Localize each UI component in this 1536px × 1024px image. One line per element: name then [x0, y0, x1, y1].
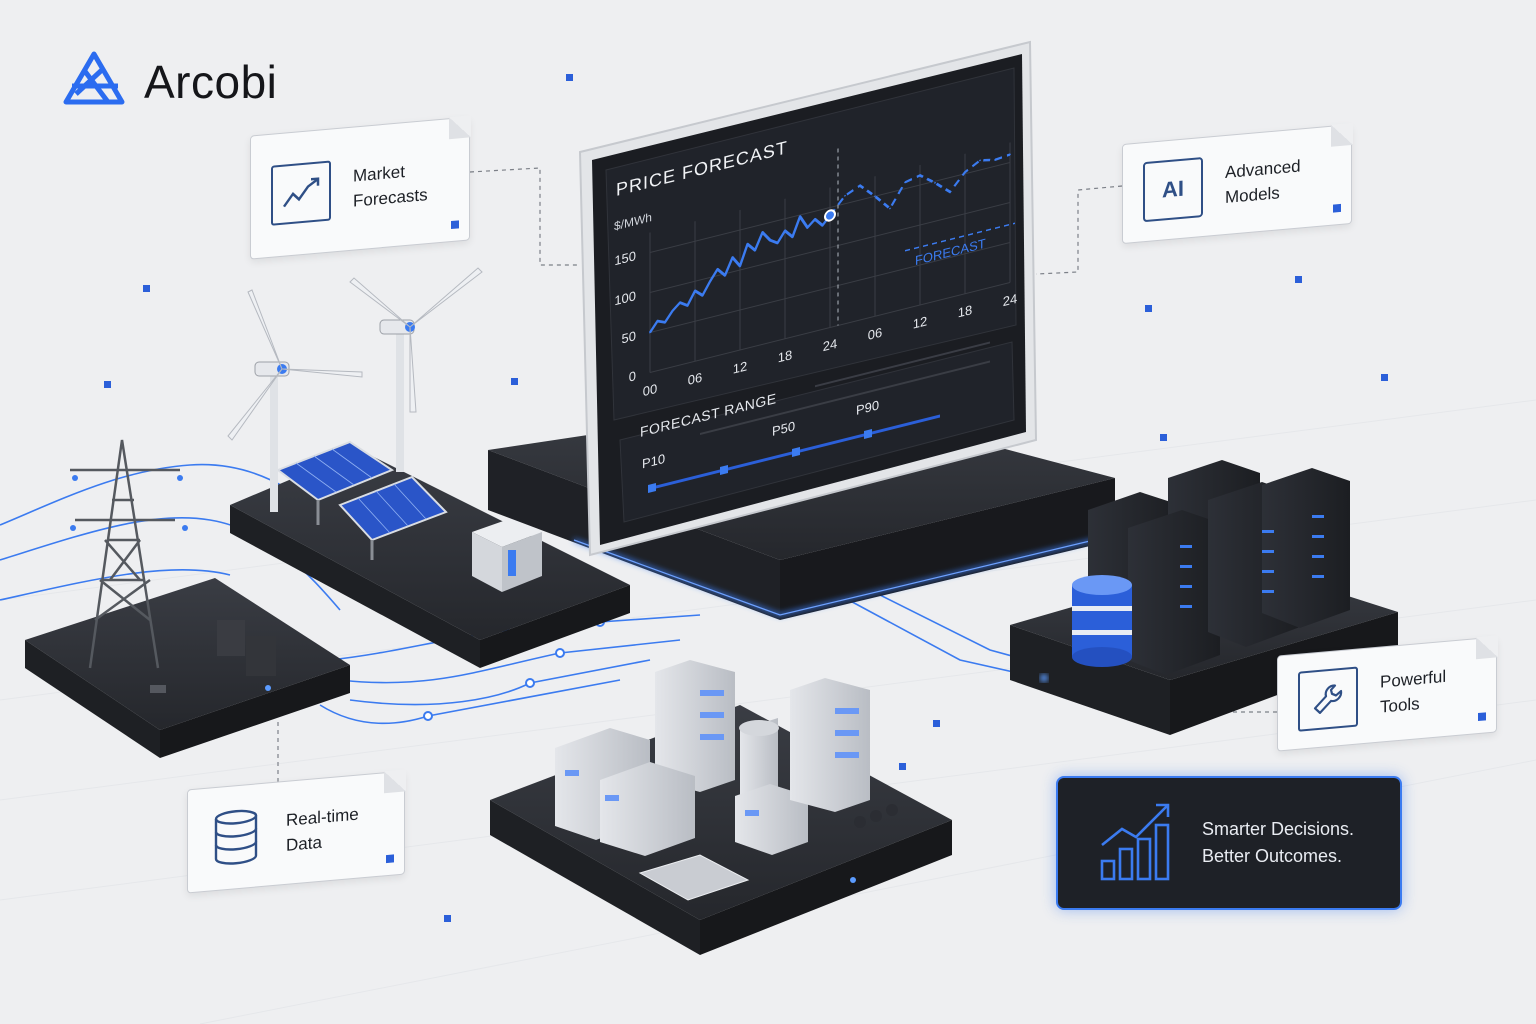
outcome-box: Smarter Decisions.Better Outcomes.	[1056, 776, 1402, 910]
actual-point	[716, 268, 719, 271]
actual-point	[686, 304, 689, 307]
x-tick-label: 18	[778, 347, 792, 365]
range-label-p50: P50	[772, 418, 795, 439]
actual-point	[746, 243, 749, 245]
x-tick-label: 12	[913, 313, 927, 331]
actual-point	[814, 218, 816, 221]
forecast-point	[934, 182, 936, 184]
solar-panels	[275, 440, 448, 560]
range-marker-p90	[864, 429, 872, 439]
actual-point	[776, 242, 779, 244]
y-tick-label: 150	[614, 248, 636, 268]
actual-point	[701, 294, 704, 297]
forecast-point	[994, 159, 996, 161]
series-points	[649, 153, 1011, 334]
actual-point	[799, 215, 801, 218]
ai-chip-icon: AI	[1143, 156, 1203, 223]
brand: Arcobi	[62, 50, 277, 113]
forecast-point	[919, 174, 921, 177]
actual-point	[806, 226, 809, 229]
x-tick-label: 06	[688, 370, 702, 388]
wrench-icon	[1298, 666, 1358, 732]
forecast-point	[889, 207, 891, 210]
actual-point	[671, 310, 674, 312]
actual-point	[754, 249, 756, 252]
chart-y-ticks: 0 50 100 150	[614, 248, 636, 385]
decorative-dots	[104, 74, 1388, 922]
actual-point	[709, 280, 711, 283]
trend-chart-icon	[271, 160, 331, 226]
forecast-point	[844, 194, 846, 197]
range-start-marker	[648, 483, 656, 493]
database-icon	[208, 807, 264, 868]
energy-platform	[230, 450, 630, 668]
battery-storage	[472, 518, 542, 592]
actual-point	[761, 231, 764, 234]
actual-point	[784, 229, 786, 232]
actual-point	[679, 301, 681, 304]
forecast-point	[829, 214, 831, 217]
forecast-point	[1009, 153, 1011, 156]
x-tick-label: 00	[643, 381, 657, 399]
arcobi-logo-icon	[62, 50, 126, 113]
transmission-tower	[70, 439, 188, 669]
x-tick-label: 24	[1003, 291, 1017, 309]
actual-point	[664, 321, 666, 324]
actual-point	[791, 236, 794, 238]
x-tick-label: 06	[868, 325, 882, 343]
x-tick-label: 12	[733, 358, 747, 376]
growth-bars-icon	[1098, 799, 1176, 888]
range-marker-p10	[720, 465, 728, 475]
forecast-point	[979, 159, 981, 162]
server-racks	[1088, 460, 1350, 675]
y-tick-label: 0	[629, 368, 636, 385]
range-markers: P10 P50 P90	[642, 397, 879, 493]
actual-point	[656, 320, 659, 322]
actual-point	[769, 239, 771, 241]
actual-point	[821, 224, 824, 227]
actual-point	[724, 274, 726, 277]
x-tick-label: 24	[823, 336, 837, 354]
chart-x-ticks: 00 06 12 18 24 06 12 18 24	[643, 291, 1017, 399]
city-buildings	[555, 660, 898, 856]
forecast-point	[874, 195, 876, 198]
forecast-point	[859, 184, 861, 187]
x-tick-label: 18	[958, 302, 972, 320]
range-marker-p50	[792, 447, 800, 457]
wind-turbines	[227, 267, 483, 512]
forecast-point	[949, 191, 951, 193]
range-label-p10: P10	[642, 451, 665, 472]
brand-name: Arcobi	[144, 55, 278, 108]
outcome-text: Smarter Decisions.Better Outcomes.	[1202, 819, 1355, 866]
actual-point	[731, 256, 734, 259]
forecast-point	[964, 171, 966, 173]
forecast-point	[904, 181, 906, 184]
forecast-baseline	[905, 222, 1015, 252]
range-label-p90: P90	[856, 397, 879, 418]
y-tick-label: 100	[614, 288, 636, 308]
y-tick-label: 50	[622, 328, 636, 346]
actual-point	[694, 290, 696, 292]
grid-platform	[25, 578, 350, 758]
actual-point	[649, 331, 651, 334]
database-cylinder	[1072, 575, 1132, 667]
actual-point	[739, 265, 741, 267]
